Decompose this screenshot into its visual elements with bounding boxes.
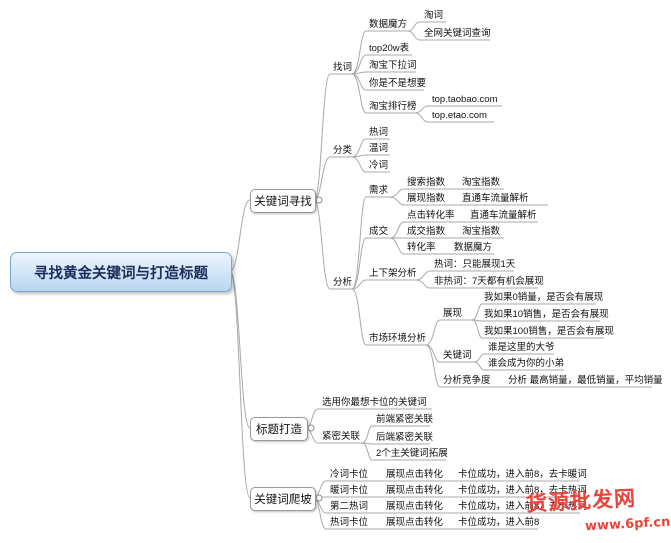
node-taobao-index-2[interactable]: 淘宝指数 [462, 226, 501, 237]
node-climb-2b[interactable]: 展现点击转化 [386, 485, 444, 496]
node-warm[interactable]: 温词 [369, 143, 389, 154]
main-topic-keyword-search[interactable]: 关键词寻找 [250, 189, 316, 213]
node-sales100[interactable]: 我如果100销售，是否会有展现 [484, 326, 614, 337]
node-magic-cube-2[interactable]: 数据魔方 [454, 242, 493, 253]
node-ztc-flow[interactable]: 直通车流量解析 [462, 193, 529, 204]
node-taoci[interactable]: 淘词 [424, 10, 444, 21]
node-climb-4a[interactable]: 热词卡位 [330, 517, 369, 528]
node-trade-index[interactable]: 成交指数 [407, 226, 446, 237]
node-climb-2a[interactable]: 暖词卡位 [330, 485, 369, 496]
node-taobao-index[interactable]: 淘宝指数 [462, 177, 501, 188]
node-boss[interactable]: 谁是这里的大爷 [488, 342, 555, 353]
node-analysis[interactable]: 分析 [333, 277, 353, 288]
node-top20w[interactable]: top20w表 [369, 43, 410, 54]
node-want[interactable]: 你是不是想要 [369, 78, 427, 89]
node-climb-1b[interactable]: 展现点击转化 [386, 469, 444, 480]
main-topic-title-build[interactable]: 标题打造 [250, 417, 308, 441]
node-market[interactable]: 市场环境分析 [369, 333, 427, 344]
node-front[interactable]: 前端紧密关联 [376, 414, 434, 425]
node-show-index[interactable]: 展现指数 [407, 193, 446, 204]
node-top-etao[interactable]: top.etao.com [432, 110, 487, 121]
main-topic-keyword-climb[interactable]: 关键词爬坡 [250, 487, 316, 511]
node-climb-3c[interactable]: 卡位成功，进入前8，去卡热词 [458, 501, 587, 512]
root-topic[interactable]: 寻找黄金关键词与打造标题 [10, 252, 232, 292]
node-little[interactable]: 谁会成为你的小弟 [488, 358, 565, 369]
node-climb-3b[interactable]: 展现点击转化 [386, 501, 444, 512]
watermark-brand: 货源批发网 [525, 485, 637, 516]
node-trade[interactable]: 成交 [369, 226, 389, 237]
node-magic-cube[interactable]: 数据魔方 [369, 19, 408, 30]
node-climb-1a[interactable]: 冷词卡位 [330, 469, 369, 480]
node-demand[interactable]: 需求 [369, 185, 389, 196]
node-comp-detail[interactable]: 分析 最高销量，最低销量，平均销量 [508, 375, 663, 386]
node-rank[interactable]: 淘宝排行榜 [369, 101, 417, 112]
node-pick-keyword[interactable]: 选用你最想卡位的关键词 [322, 397, 427, 408]
node-tight[interactable]: 紧密关联 [322, 431, 361, 442]
node-hot-word[interactable]: 热词：只能展现1天 [434, 259, 516, 270]
node-conversion[interactable]: 转化率 [407, 242, 436, 253]
node-ctr[interactable]: 点击转化率 [407, 210, 455, 221]
node-cold[interactable]: 冷词 [369, 160, 389, 171]
node-category[interactable]: 分类 [333, 145, 353, 156]
node-sales10[interactable]: 我如果10销售，是否会有展现 [484, 309, 609, 320]
node-climb-2c[interactable]: 卡位成功，进入前8，去卡热词 [458, 485, 587, 496]
node-exposure[interactable]: 展现 [443, 308, 463, 319]
node-climb-1c[interactable]: 卡位成功，进入前8，去卡暖词 [458, 469, 587, 480]
node-top-taobao[interactable]: top.taobao.com [432, 94, 498, 105]
node-ztc-flow-2[interactable]: 直通车流量解析 [470, 210, 537, 221]
node-search-index[interactable]: 搜索指数 [407, 177, 446, 188]
node-sales0[interactable]: 我如果0销量，是否会有展现 [484, 292, 604, 303]
node-web-query[interactable]: 全网关键词查询 [424, 28, 491, 39]
node-two-main[interactable]: 2个主关键词拓展 [376, 448, 448, 459]
node-hot[interactable]: 热词 [369, 127, 389, 138]
node-shelf[interactable]: 上下架分析 [369, 268, 417, 279]
node-climb-4c[interactable]: 卡位成功，进入前8 [458, 517, 540, 528]
node-climb-3a[interactable]: 第二热词 [330, 501, 369, 512]
node-competition[interactable]: 分析竞争度 [443, 375, 491, 386]
node-non-hot[interactable]: 非热词：7天都有机会展现 [434, 276, 544, 287]
node-dropdown[interactable]: 淘宝下拉词 [369, 60, 417, 71]
node-climb-4b[interactable]: 展现点击转化 [386, 517, 444, 528]
node-find[interactable]: 找词 [333, 62, 353, 73]
node-keyword[interactable]: 关键词 [443, 350, 472, 361]
node-back[interactable]: 后端紧密关联 [376, 432, 434, 443]
